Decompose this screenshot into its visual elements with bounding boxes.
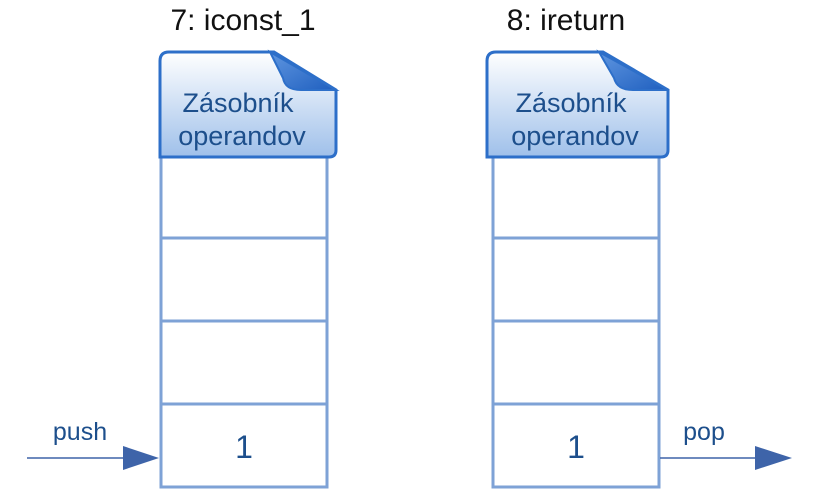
pop-arrow-head-icon xyxy=(755,446,792,470)
pop-arrow: pop xyxy=(660,418,792,470)
panel-title: 7: iconst_1 xyxy=(170,4,315,37)
panel-title: 8: ireturn xyxy=(507,4,625,37)
stack-cell xyxy=(491,236,661,323)
stack-cell xyxy=(159,153,329,240)
stack-cell xyxy=(159,319,329,406)
stack-cell-value: 1 xyxy=(567,429,585,465)
stack-cell-value: 1 xyxy=(235,429,253,465)
push-arrow-head-icon xyxy=(123,446,159,470)
stack-cell xyxy=(159,402,329,489)
header-line-2: operandov xyxy=(178,121,306,151)
pop-label: pop xyxy=(683,418,725,446)
stack-cell xyxy=(491,402,661,489)
stack-cell xyxy=(491,153,661,240)
push-label: push xyxy=(53,418,107,446)
header-line-1: Zásobník xyxy=(182,88,294,118)
panel-iconst-1: 7: iconst_1 1 Zásobník operandov push xyxy=(27,4,340,489)
push-arrow: push xyxy=(27,418,159,470)
header-line-2: operandov xyxy=(511,121,639,151)
header-line-1: Zásobník xyxy=(515,88,627,118)
stack-cells: 1 xyxy=(491,153,661,489)
panel-ireturn: 8: ireturn 1 Zásobník operandov pop xyxy=(485,4,792,489)
stack-cell xyxy=(491,319,661,406)
stack-cells: 1 xyxy=(159,153,329,489)
stack-header-document-icon: Zásobník operandov xyxy=(158,49,340,159)
page-fold-icon xyxy=(596,49,669,91)
stack-cell xyxy=(159,236,329,323)
page-fold-icon xyxy=(267,49,340,91)
stack-header-document-icon: Zásobník operandov xyxy=(485,49,670,159)
